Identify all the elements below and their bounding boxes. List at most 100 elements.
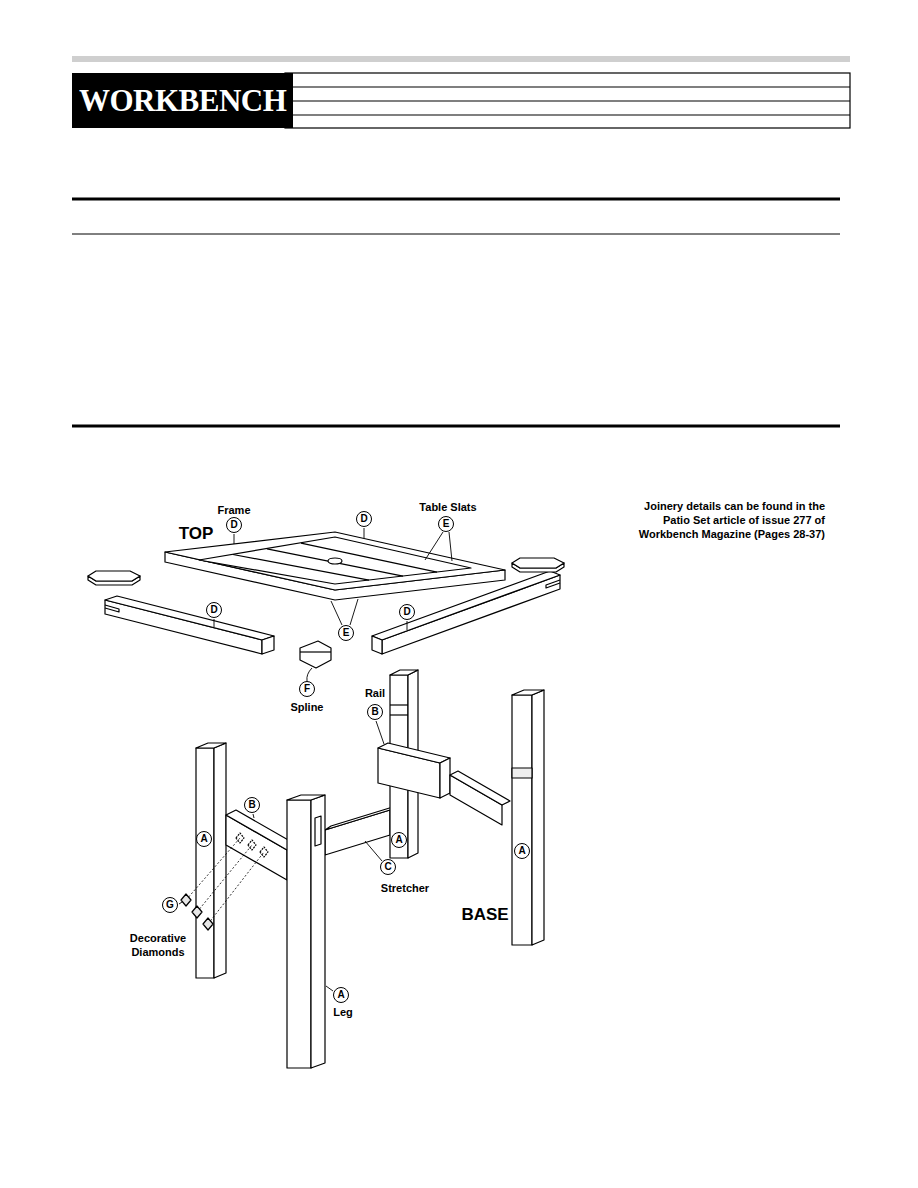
callout-circle: A [333, 987, 349, 1003]
part-name: Frame [217, 504, 250, 518]
leader-lines-part [407, 621, 408, 630]
table-top-drawing-part [300, 651, 331, 652]
leader-lines-part [214, 619, 215, 627]
header-rules-part [285, 100, 850, 101]
base-drawing-part [440, 758, 450, 798]
callout-circle: C [380, 859, 396, 875]
leader-lines [179, 528, 452, 991]
callout-letter: A [395, 835, 402, 845]
callout-letter: D [230, 520, 237, 530]
leader-lines-part [350, 599, 358, 625]
leader-lines-part [425, 532, 443, 560]
callout-circle: D [356, 511, 372, 527]
part-name: Rail [365, 687, 385, 701]
logo-box: WORKBENCH [72, 73, 293, 128]
header-rules-part [72, 56, 850, 62]
base-drawing-part [378, 743, 450, 763]
table-top-drawing-part [105, 605, 119, 612]
table-top-drawing-part [165, 532, 505, 590]
base-drawing-part [450, 771, 510, 805]
base-drawing-part [208, 852, 264, 924]
callout-circle: A [514, 843, 530, 859]
leader-lines-part [365, 841, 382, 861]
callout-circle: D [399, 604, 415, 620]
callout-letter: D [210, 605, 217, 615]
callout-circle: D [226, 517, 242, 533]
callout-circle: G [162, 897, 178, 913]
table-top-drawing-part [199, 537, 471, 584]
section-heading: BASE [461, 904, 508, 925]
base-drawing-part [315, 816, 321, 846]
table-top-drawing-part [372, 636, 382, 654]
callout-letter: A [200, 834, 207, 844]
table-top-drawing-part [300, 641, 331, 668]
base-drawing-part [186, 838, 240, 900]
callout-letter: D [403, 607, 410, 617]
header-rules-part [72, 198, 840, 201]
base-drawing-part [390, 670, 418, 675]
callout-circle: B [367, 704, 383, 720]
part-name: Stretcher [381, 882, 429, 896]
base-drawing-part [390, 714, 408, 715]
leader-lines-part [449, 532, 452, 561]
callout-circle: F [299, 681, 315, 697]
table-top-drawing-part [301, 543, 437, 572]
leader-lines-part [179, 902, 182, 904]
callout-circle: E [338, 625, 354, 641]
part-name: Decorative Diamonds [120, 932, 196, 960]
section-heading: TOP [179, 523, 214, 544]
callout-letter: E [443, 519, 450, 529]
leader-lines-part [307, 668, 312, 681]
callout-letter: A [337, 990, 344, 1000]
table-top-drawing-part [105, 596, 274, 640]
part-name: Table Slats [419, 501, 476, 515]
callout-letter: D [360, 514, 367, 524]
table-top-drawing-part [262, 636, 274, 654]
base-drawing-part [287, 795, 325, 800]
base-drawing-part [325, 810, 390, 855]
leader-lines-part [364, 528, 365, 538]
base-drawing-part [181, 894, 191, 906]
base-drawing-part [196, 743, 226, 748]
header-rules-part [72, 234, 840, 235]
table-top-drawing-part [233, 555, 369, 581]
base-drawing-part [196, 748, 214, 978]
callout-letter: B [248, 800, 255, 810]
base-drawing-part [325, 806, 396, 830]
header-rules-part [285, 114, 850, 115]
base-drawing-part [311, 795, 325, 1068]
base-drawing-part [287, 800, 311, 1068]
callout-circle: B [244, 797, 260, 813]
header-rules-part [285, 73, 850, 128]
leader-lines-part [376, 721, 384, 744]
callout-letter: B [371, 707, 378, 717]
table-top-drawing-part [328, 558, 342, 564]
callout-circle: A [391, 832, 407, 848]
base-drawing-part [226, 810, 297, 850]
leader-lines-part [326, 986, 333, 991]
base-drawing-part [390, 704, 408, 705]
base-drawing-part [512, 695, 532, 945]
logo-text: WORKBENCH [79, 85, 286, 116]
table-top-drawing-part [372, 571, 560, 640]
part-name: Spline [290, 701, 323, 715]
note-text: Joinery details can be found in the Pati… [633, 500, 825, 541]
callout-letter: C [384, 862, 391, 872]
callout-letter: G [166, 900, 174, 910]
callout-letter: F [304, 684, 310, 694]
base-drawing-part [512, 768, 532, 778]
table-top-drawing [88, 532, 564, 668]
base-drawing-part [203, 918, 213, 930]
table-top-drawing-part [546, 580, 560, 588]
base-drawing [181, 670, 544, 1068]
table-top-drawing-part [267, 549, 403, 576]
callout-circle: E [438, 516, 454, 532]
table-top-drawing-part [512, 558, 564, 568]
leader-lines-part [253, 814, 254, 818]
leader-lines-part [234, 534, 235, 544]
callout-circle: A [196, 831, 212, 847]
base-drawing-part [192, 906, 202, 918]
